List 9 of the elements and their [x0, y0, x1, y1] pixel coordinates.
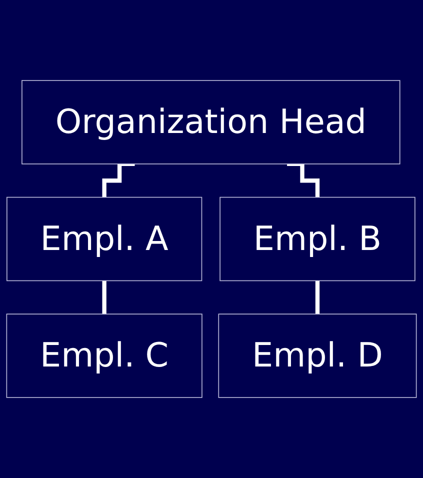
connector [102, 162, 135, 200]
node-box: Empl. B [220, 196, 416, 282]
connector [287, 162, 320, 200]
connector [102, 278, 106, 316]
node-box: Empl. D [218, 314, 417, 398]
node-box: Organization Head [22, 80, 400, 164]
node-box: Empl. A [6, 196, 202, 282]
connector [315, 278, 320, 316]
node-box: Empl. C [6, 314, 202, 398]
